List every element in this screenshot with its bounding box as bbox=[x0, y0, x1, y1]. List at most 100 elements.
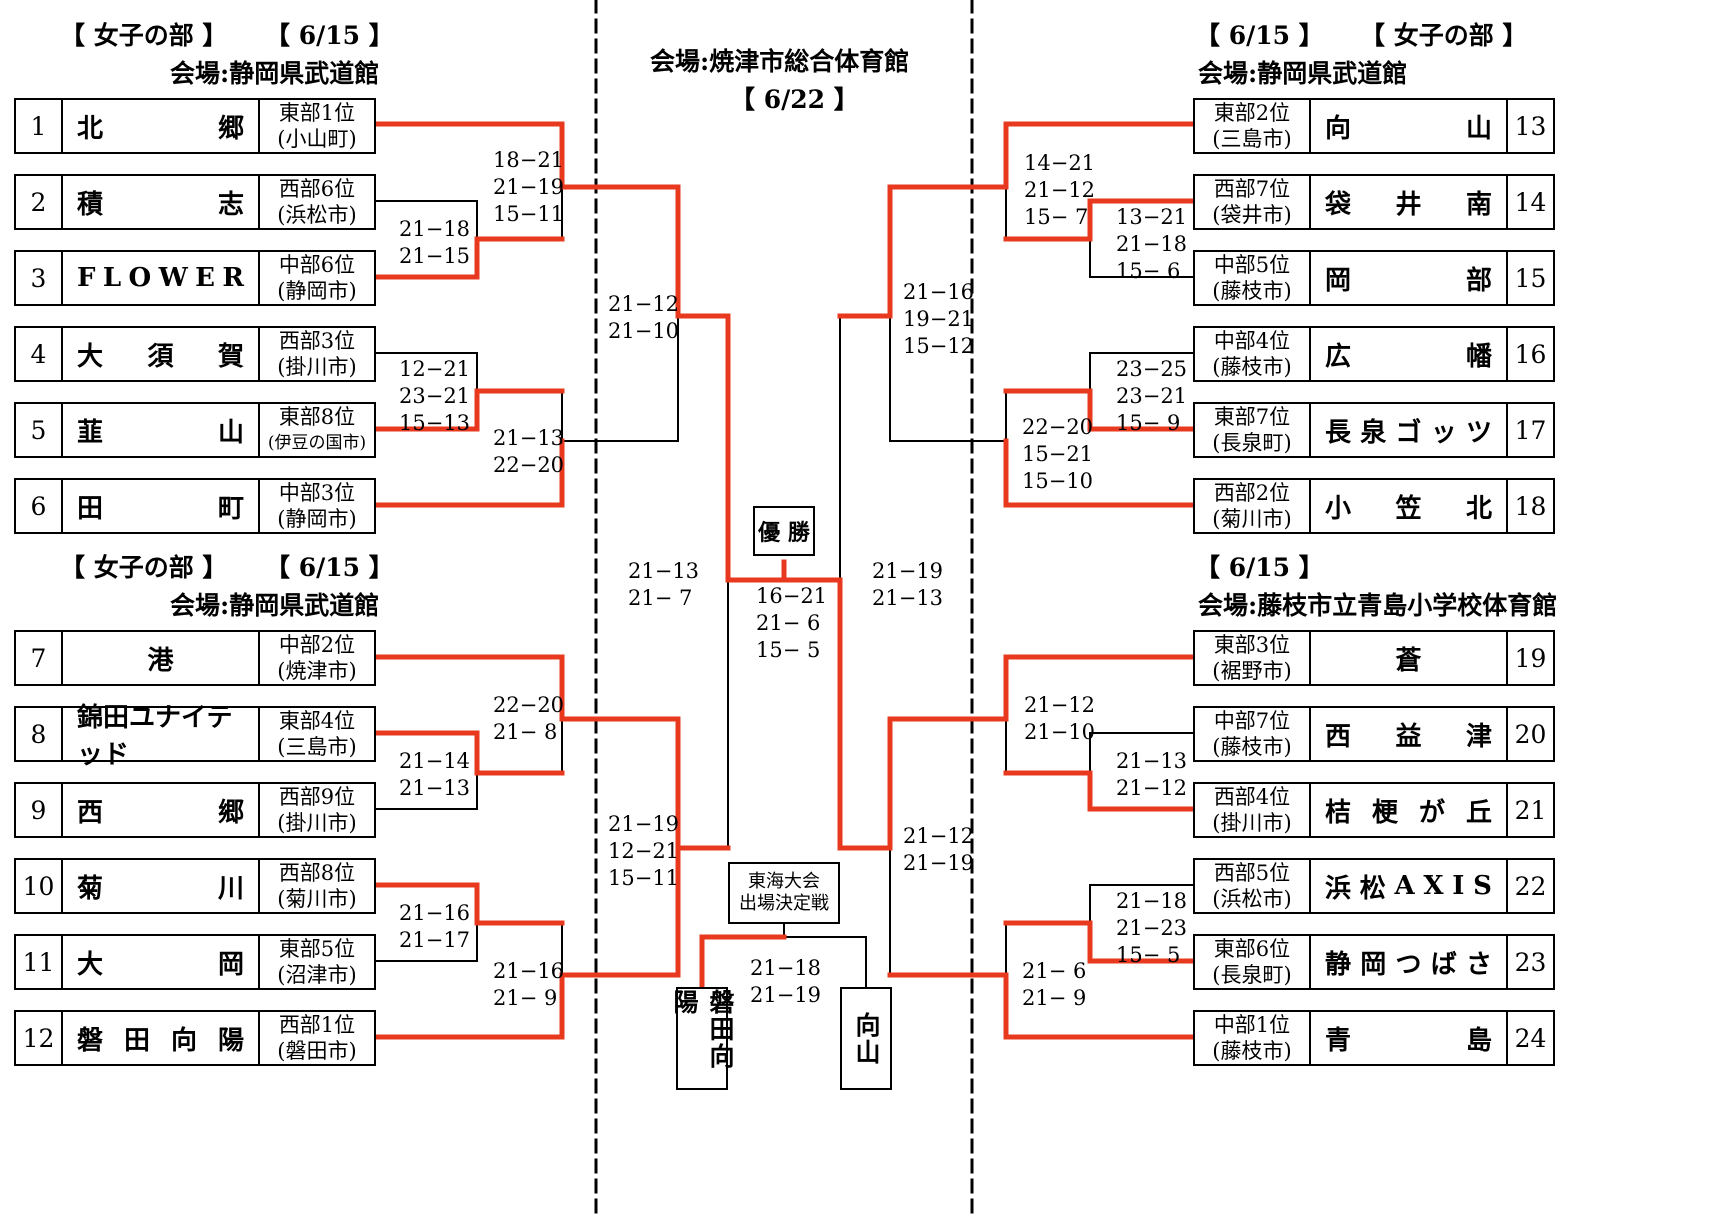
team-rank: 中部3位 bbox=[278, 481, 356, 505]
team-seed: 3 bbox=[14, 250, 63, 306]
team-city: (袋井市) bbox=[1212, 203, 1292, 227]
team-name: 向山 bbox=[1309, 98, 1508, 154]
team-rank: 中部1位 bbox=[1213, 1013, 1291, 1037]
score-m-leftsemi: 21−13 21− 7 bbox=[628, 559, 700, 610]
team-rank: 東部7位 bbox=[1213, 405, 1291, 429]
team-name: 韮山 bbox=[61, 402, 260, 458]
team-city: (三島市) bbox=[277, 735, 357, 759]
team-city: (静岡市) bbox=[277, 507, 357, 531]
team-name: 大岡 bbox=[61, 934, 260, 990]
team-seed: 14 bbox=[1506, 174, 1555, 230]
team-rank: 東部1位 bbox=[278, 101, 356, 125]
team-name: 長泉ゴッツ bbox=[1309, 402, 1508, 458]
team-seed: 24 bbox=[1506, 1010, 1555, 1066]
score-m-2223-24: 21− 6 21− 9 bbox=[1022, 959, 1087, 1010]
team-rank-box: 西部3位(掛川市) bbox=[258, 326, 376, 382]
team-name: 北郷 bbox=[61, 98, 260, 154]
score-m-7-89: 22−20 21− 8 bbox=[493, 693, 565, 744]
team-name: 積志 bbox=[61, 174, 260, 230]
team-seed: 5 bbox=[14, 402, 63, 458]
team-rank: 西部1位 bbox=[278, 1013, 356, 1037]
team-rank-box: 中部5位(藤枝市) bbox=[1193, 250, 1311, 306]
header-date-tr: 【 6/15 】 bbox=[1195, 21, 1324, 50]
score-m-8-9: 21−14 21−13 bbox=[399, 749, 471, 800]
team-city: (静岡市) bbox=[277, 279, 357, 303]
team-rank: 中部6位 bbox=[278, 253, 356, 277]
score-m-19-2021: 21−12 21−10 bbox=[1024, 693, 1096, 744]
team-name: 小笠北 bbox=[1309, 478, 1508, 534]
team-rank: 西部9位 bbox=[278, 785, 356, 809]
team-city: (掛川市) bbox=[277, 355, 357, 379]
team-name: 袋井南 bbox=[1309, 174, 1508, 230]
header-venue-br: 会場:藤枝市立青島小学校体育館 bbox=[1198, 591, 1558, 620]
team-seed: 18 bbox=[1506, 478, 1555, 534]
team-name: 桔梗が丘 bbox=[1309, 782, 1508, 838]
team-city: (磐田市) bbox=[277, 1039, 357, 1063]
team-seed: 11 bbox=[14, 934, 63, 990]
team-rank: 東部6位 bbox=[1213, 937, 1291, 961]
team-seed: 12 bbox=[14, 1010, 63, 1066]
team-seed: 17 bbox=[1506, 402, 1555, 458]
team-name: 菊川 bbox=[61, 858, 260, 914]
header-division-bl: 【 女子の部 】 bbox=[60, 553, 228, 582]
team-city: (菊川市) bbox=[1212, 507, 1292, 531]
team-city: (焼津市) bbox=[277, 659, 357, 683]
team-rank-box: 中部2位(焼津市) bbox=[258, 630, 376, 686]
team-rank-box: 中部3位(静岡市) bbox=[258, 478, 376, 534]
team-rank: 中部5位 bbox=[1213, 253, 1291, 277]
header-date-bl: 【 6/15 】 bbox=[265, 553, 394, 582]
team-seed: 1 bbox=[14, 98, 63, 154]
team-rank: 東部5位 bbox=[278, 937, 356, 961]
team-rank-box: 西部7位(袋井市) bbox=[1193, 174, 1311, 230]
team-rank: 西部2位 bbox=[1213, 481, 1291, 505]
header-division-tl: 【 女子の部 】 bbox=[60, 21, 228, 50]
champion-box: 優 勝 bbox=[753, 506, 815, 556]
team-rank: 中部2位 bbox=[278, 633, 356, 657]
team-seed: 10 bbox=[14, 858, 63, 914]
team-rank: 東部8位 bbox=[278, 405, 356, 429]
header-venue-bl: 会場:静岡県武道館 bbox=[170, 591, 380, 620]
tokai-left-team: 磐田向陽 bbox=[670, 987, 735, 1090]
header-venue-tl: 会場:静岡県武道館 bbox=[170, 59, 380, 88]
team-city: (掛川市) bbox=[277, 811, 357, 835]
score-m-final: 16−21 21− 6 15− 5 bbox=[756, 584, 828, 662]
team-rank-box: 西部6位(浜松市) bbox=[258, 174, 376, 230]
score-m-16-17: 23−25 23−21 15− 9 bbox=[1116, 357, 1188, 435]
team-name: 田町 bbox=[61, 478, 260, 534]
team-seed: 20 bbox=[1506, 706, 1555, 762]
team-city: (伊豆の国市) bbox=[267, 433, 367, 453]
team-seed: 21 bbox=[1506, 782, 1555, 838]
team-name: 磐田向陽 bbox=[61, 1010, 260, 1066]
team-rank: 中部7位 bbox=[1213, 709, 1291, 733]
team-rank: 東部4位 bbox=[278, 709, 356, 733]
team-city: (小山町) bbox=[277, 127, 357, 151]
team-rank-box: 中部7位(藤枝市) bbox=[1193, 706, 1311, 762]
team-city: (浜松市) bbox=[277, 203, 357, 227]
team-seed: 23 bbox=[1506, 934, 1555, 990]
team-rank: 西部3位 bbox=[278, 329, 356, 353]
score-m-456: 21−13 22−20 bbox=[493, 426, 565, 477]
team-city: (三島市) bbox=[1212, 127, 1292, 151]
team-city: (藤枝市) bbox=[1212, 279, 1292, 303]
score-m-botleft: 21−19 12−21 15−11 bbox=[608, 812, 680, 890]
score-m-topright: 21−16 19−21 15−12 bbox=[903, 280, 975, 358]
tokai-right-team: 向山 bbox=[840, 987, 892, 1090]
team-name: 港 bbox=[61, 630, 260, 686]
team-city: (藤枝市) bbox=[1212, 355, 1292, 379]
